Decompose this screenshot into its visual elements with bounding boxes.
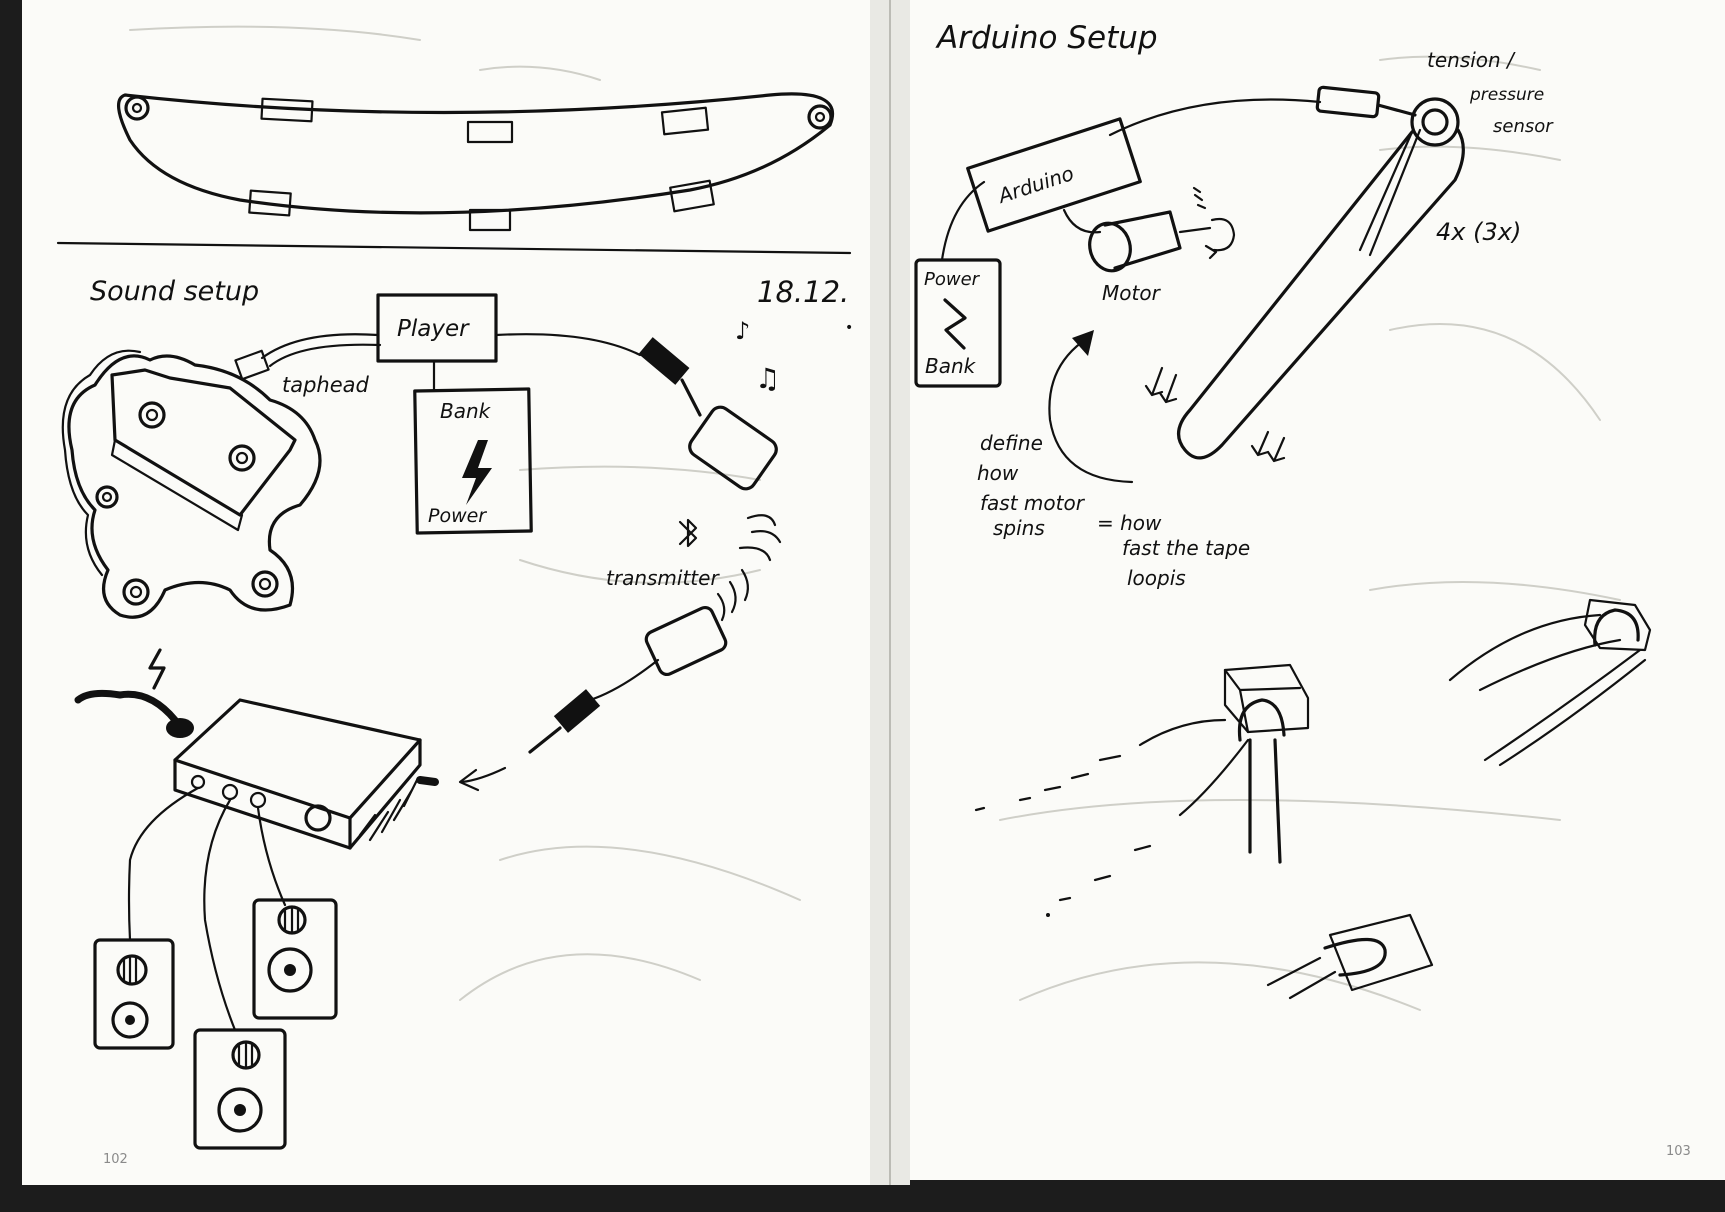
arduino-box bbox=[966, 117, 1142, 233]
perspective-sketch-bottom bbox=[1266, 913, 1434, 1000]
note-line-5: = how bbox=[1097, 511, 1162, 535]
curved-arrow bbox=[1048, 340, 1134, 484]
dot-mark: • bbox=[845, 320, 853, 336]
binding-strip bbox=[0, 1185, 1725, 1208]
motion-arrow-2 bbox=[1250, 430, 1270, 457]
power-bank-right bbox=[914, 258, 1002, 388]
motor bbox=[1103, 210, 1182, 270]
arrow-to-amp bbox=[460, 766, 507, 784]
transmitter-label: transmitter bbox=[606, 566, 720, 590]
lightning-icon-right bbox=[943, 298, 967, 350]
bluetooth-icon bbox=[678, 518, 698, 548]
left-page bbox=[22, 0, 890, 1190]
arduino-to-bank-cable bbox=[940, 180, 986, 262]
perspective-sketch-left bbox=[974, 663, 1310, 917]
speaker-cable-1 bbox=[127, 786, 200, 942]
motor-label: Motor bbox=[1102, 281, 1162, 305]
speaker-2 bbox=[252, 898, 338, 1020]
player-to-jack-cable bbox=[494, 333, 642, 357]
note-line-1: define bbox=[980, 431, 1043, 455]
speaker-1 bbox=[93, 938, 175, 1050]
tape-loop bbox=[1177, 128, 1465, 460]
arduino-setup-title: Arduino Setup bbox=[935, 20, 1158, 56]
section-divider bbox=[56, 241, 852, 255]
taphead-label: taphead bbox=[282, 373, 370, 397]
note-line-2: how bbox=[977, 461, 1019, 485]
note-line-3: fast motor bbox=[980, 491, 1086, 515]
sound-setup-date: 18.12. bbox=[757, 275, 849, 309]
right-page bbox=[892, 0, 1725, 1180]
speaker-3 bbox=[193, 1028, 287, 1150]
multiplier-label: 4x (3x) bbox=[1436, 218, 1521, 246]
tension-label-2: pressure bbox=[1469, 85, 1544, 105]
page-number-left: 102 bbox=[103, 1152, 128, 1167]
player-box bbox=[376, 293, 498, 363]
amplifier-sketch bbox=[74, 648, 439, 850]
tension-label-3: sensor bbox=[1493, 116, 1554, 137]
bluetooth-transmitter bbox=[644, 605, 728, 677]
strap-sketch bbox=[117, 92, 834, 232]
pulley-wheel bbox=[1410, 97, 1460, 147]
speaker-cable-2 bbox=[203, 798, 237, 1032]
bank-label-left: Bank bbox=[440, 399, 492, 423]
taphead-cable bbox=[260, 333, 380, 360]
tape-deck-sketch bbox=[61, 349, 322, 619]
rotation-arrow bbox=[1210, 217, 1236, 252]
player-label: Player bbox=[397, 316, 470, 342]
page-number-right: 103 bbox=[1666, 1144, 1691, 1159]
audio-jack-top bbox=[638, 337, 690, 385]
note-line-4: spins bbox=[993, 516, 1045, 540]
sound-setup-title: Sound setup bbox=[90, 276, 259, 307]
power-label-right: Power bbox=[924, 269, 981, 290]
bank-label-right: Bank bbox=[925, 354, 977, 378]
audio-jack-bottom bbox=[553, 689, 601, 733]
music-note-2: ♫ bbox=[755, 362, 780, 395]
lightning-icon bbox=[462, 440, 492, 505]
music-note-1: ♪ bbox=[735, 317, 750, 345]
arduino-to-sensor-cable bbox=[1108, 98, 1322, 137]
tension-label-1: tension / bbox=[1427, 48, 1516, 72]
taphead-connector bbox=[234, 349, 270, 381]
note-line-7: loopis bbox=[1127, 566, 1186, 590]
arduino-to-motor-cable bbox=[1062, 208, 1102, 234]
power-label-left: Power bbox=[428, 505, 487, 527]
note-line-6: fast the tape bbox=[1122, 536, 1250, 560]
power-bank-left bbox=[413, 387, 533, 535]
perspective-sketch-right bbox=[1448, 598, 1652, 767]
speaker-cable-3 bbox=[256, 806, 287, 907]
show-through-marks bbox=[129, 25, 1621, 1011]
bluetooth-receiver bbox=[688, 405, 778, 491]
